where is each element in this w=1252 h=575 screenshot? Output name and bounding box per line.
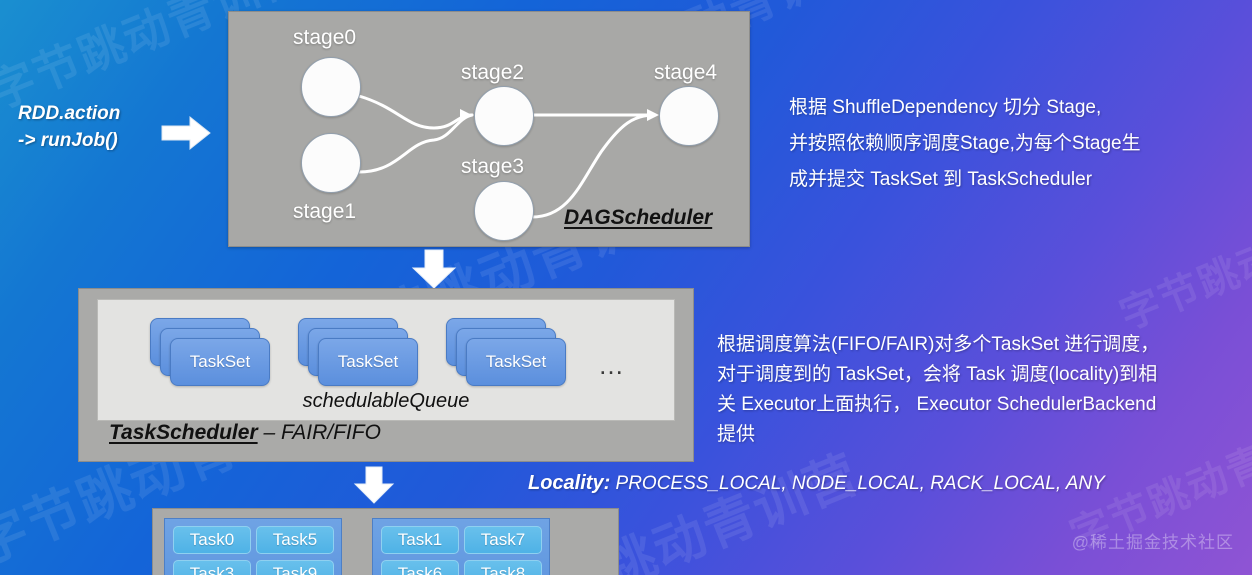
dag-note-text: 根据 ShuffleDependency 切分 Stage, 并按照依赖顺序调度…: [789, 97, 1141, 190]
task-scheduler-tag: TaskScheduler – FAIR/FIFO: [109, 421, 381, 445]
dag-node-stage4[interactable]: [659, 86, 719, 146]
dag-scheduler-tag: DAGScheduler: [564, 206, 712, 230]
dag-node-label-stage4: stage4: [654, 61, 718, 84]
dag-node-label-stage0: stage0: [293, 26, 357, 49]
task-chip[interactable]: Task3: [173, 560, 251, 575]
taskset-label: TaskSet: [337, 352, 399, 371]
scheduler-note-text: 根据调度算法(FIFO/FAIR)对多个TaskSet 进行调度， 对于调度到的…: [717, 334, 1160, 445]
taskset-card-front[interactable]: TaskSet: [170, 338, 270, 386]
dag-node-stage0[interactable]: [301, 57, 361, 117]
right-arrow-icon: [160, 115, 212, 151]
taskset-stack[interactable]: TaskSet: [298, 318, 418, 386]
taskset-label: TaskSet: [189, 352, 251, 371]
task-chip[interactable]: Task7: [464, 526, 542, 554]
task-scheduler-tag-bold: TaskScheduler: [109, 421, 258, 444]
locality-values: PROCESS_LOCAL, NODE_LOCAL, RACK_LOCAL, A…: [610, 473, 1105, 494]
executor-box[interactable]: Task1 Task7 Task6 Task8: [372, 518, 550, 575]
task-scheduler-tag-rest: – FAIR/FIFO: [257, 421, 381, 444]
dag-scheduler-tag-text: DAGScheduler: [564, 206, 713, 229]
task-scheduler-panel: TaskSet TaskSet TaskSet … schedulableQue…: [78, 288, 694, 462]
task-chip[interactable]: Task5: [256, 526, 334, 554]
taskset-stack[interactable]: TaskSet: [150, 318, 270, 386]
schedulable-queue-label: schedulableQueue: [302, 390, 470, 412]
task-chip[interactable]: Task0: [173, 526, 251, 554]
dag-node-label-stage1: stage1: [293, 200, 357, 223]
schedulable-queue-box: TaskSet TaskSet TaskSet … schedulableQue…: [97, 299, 675, 421]
entry-point-label: RDD.action -> runJob(): [18, 103, 121, 151]
task-chip[interactable]: Task8: [464, 560, 542, 575]
down-arrow-icon: [410, 249, 458, 294]
taskset-card-front[interactable]: TaskSet: [466, 338, 566, 386]
executor-box[interactable]: Task0 Task5 Task3 Task9: [164, 518, 342, 575]
corner-watermark: @稀土掘金技术社区: [1071, 533, 1234, 552]
dag-edges: [357, 94, 659, 219]
background-watermark: 字节跳动青训营: [1113, 187, 1252, 339]
dag-scheduler-panel: stage0 stage1 stage2 stage3 stage4 DAGSc…: [228, 11, 750, 247]
locality-key: Locality:: [528, 472, 611, 494]
dag-node-label-stage3: stage3: [461, 155, 525, 178]
task-chip[interactable]: Task1: [381, 526, 459, 554]
tasks-panel: Task0 Task5 Task3 Task9 Task1 Task7 Task…: [152, 508, 619, 575]
task-chip[interactable]: Task6: [381, 560, 459, 575]
dag-node-stage3[interactable]: [474, 181, 534, 241]
taskset-card-front[interactable]: TaskSet: [318, 338, 418, 386]
taskset-label: TaskSet: [485, 352, 547, 371]
tasks-ellipsis: …: [565, 555, 594, 575]
taskset-stack[interactable]: TaskSet: [446, 318, 566, 386]
locality-line: Locality: PROCESS_LOCAL, NODE_LOCAL, RAC…: [528, 472, 1105, 495]
down-arrow-icon: [352, 466, 396, 509]
task-chip[interactable]: Task9: [256, 560, 334, 575]
taskset-ellipsis: …: [598, 350, 627, 380]
dag-node-stage2[interactable]: [474, 86, 534, 146]
dag-node-label-stage2: stage2: [461, 61, 525, 84]
dag-node-stage1[interactable]: [301, 133, 361, 193]
